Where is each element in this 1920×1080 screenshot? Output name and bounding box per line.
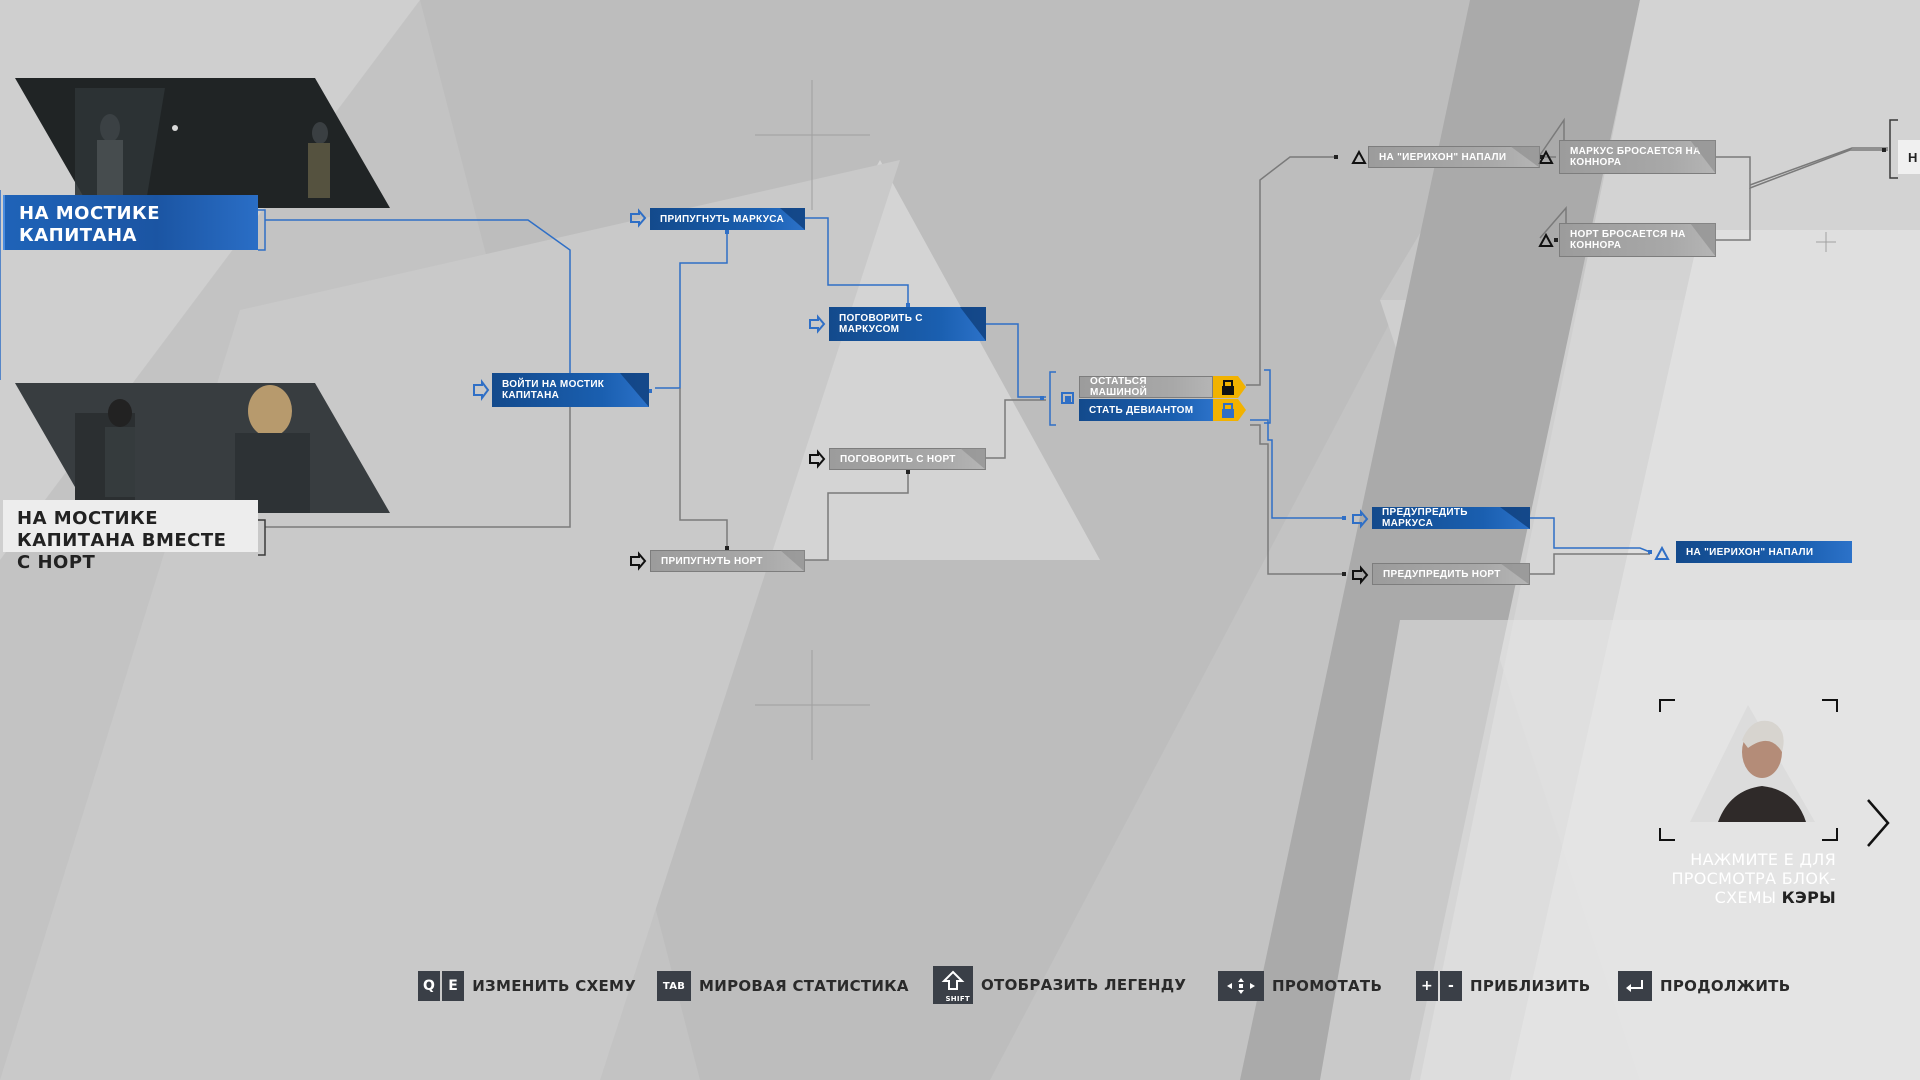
node-become-deviant[interactable]: СТАТЬ ДЕВИАНТОМ — [1079, 399, 1213, 421]
scene-card-bridge-north[interactable]: НА МОСТИКЕ КАПИТАНА ВМЕСТЕ С НОРТ — [3, 500, 258, 573]
hint-line-2: ПРОСМОТРА БЛОК- — [1671, 869, 1836, 888]
character-name: КЭРЫ — [1781, 888, 1836, 907]
move-keys-icon — [1218, 971, 1264, 1001]
hint-line-3: СХЕМЫ КЭРЫ — [1600, 888, 1836, 907]
node-north-attacks-connor[interactable]: НОРТ БРОСАЕТСЯ НА КОННОРА — [1559, 223, 1716, 257]
node-label: ПРИПУГНУТЬ НОРТ — [661, 555, 763, 567]
hint-line-1: НАЖМИТЕ E ДЛЯ — [1690, 850, 1836, 869]
control-continue[interactable]: ПРОДОЛЖИТЬ — [1618, 971, 1790, 1001]
node-jericho-attacked-right[interactable]: НА "ИЕРИХОН" НАПАЛИ — [1676, 541, 1852, 563]
scene-card-bridge[interactable]: НА МОСТИКЕ КАПИТАНА — [3, 195, 258, 250]
key-minus: - — [1440, 971, 1463, 1001]
shift-label: SHIFT — [945, 995, 970, 1003]
control-label: ИЗМЕНИТЬ СХЕМУ — [472, 977, 637, 995]
node-label: ВОЙТИ НА МОСТИК КАПИТАНА — [502, 379, 605, 401]
control-world-stats[interactable]: TAB МИРОВАЯ СТАТИСТИКА — [657, 971, 909, 1001]
scene-label-bridge: НА МОСТИКЕ КАПИТАНА — [19, 203, 161, 246]
scene-label-bridge-north: НА МОСТИКЕ КАПИТАНА ВМЕСТЕ С НОРТ — [17, 508, 227, 573]
node-markus-attacks-connor[interactable]: МАРКУС БРОСАЕТСЯ НА КОННОРА — [1559, 140, 1716, 174]
node-warn-markus[interactable]: ПРЕДУПРЕДИТЬ МАРКУСА — [1372, 507, 1530, 529]
node-label: ПРИПУГНУТЬ МАРКУСА — [660, 213, 785, 225]
node-jericho-attacked-top[interactable]: НА "ИЕРИХОН" НАПАЛИ — [1368, 146, 1540, 168]
node-talk-north[interactable]: ПОГОВОРИТЬ С НОРТ — [829, 448, 986, 470]
node-label: Н — [1908, 149, 1918, 165]
node-talk-markus[interactable]: ПОГОВОРИТЬ С МАРКУСОМ — [829, 307, 986, 341]
node-label: НА "ИЕРИХОН" НАПАЛИ — [1379, 151, 1507, 163]
node-label: ПОГОВОРИТЬ С МАРКУСОМ — [839, 313, 923, 335]
key-q: Q — [418, 971, 441, 1001]
control-zoom[interactable]: + - ПРИБЛИЗИТЬ — [1416, 971, 1590, 1001]
node-stay-machine[interactable]: ОСТАТЬСЯ МАШИНОЙ — [1079, 376, 1213, 398]
key-e: E — [442, 971, 465, 1001]
hint-line-3-text: СХЕМЫ — [1714, 888, 1777, 907]
zoom-keys: + - — [1416, 971, 1463, 1001]
node-label: ОСТАТЬСЯ МАШИНОЙ — [1090, 376, 1148, 398]
control-label: ПРИБЛИЗИТЬ — [1470, 977, 1591, 995]
node-enter-bridge[interactable]: ВОЙТИ НА МОСТИК КАПИТАНА — [492, 373, 649, 407]
node-label: ПРЕДУПРЕДИТЬ МАРКУСА — [1382, 507, 1468, 529]
node-label: НОРТ БРОСАЕТСЯ НА КОННОРА — [1570, 229, 1686, 251]
character-switch-hint: НАЖМИТЕ E ДЛЯ ПРОСМОТРА БЛОК- СХЕМЫ КЭРЫ — [1600, 850, 1836, 907]
control-scroll[interactable]: ПРОМОТАТЬ — [1218, 971, 1382, 1001]
key-tab: TAB — [657, 971, 691, 1001]
control-label: ОТОБРАЗИТЬ ЛЕГЕНДУ — [981, 976, 1187, 994]
key-plus: + — [1416, 971, 1439, 1001]
node-scare-markus[interactable]: ПРИПУГНУТЬ МАРКУСА — [650, 208, 805, 230]
node-label: МАРКУС БРОСАЕТСЯ НА КОННОРА — [1570, 146, 1701, 168]
arrow-up-icon — [941, 970, 965, 990]
node-label: ПРЕДУПРЕДИТЬ НОРТ — [1383, 568, 1501, 580]
node-offscreen-partial[interactable]: Н — [1898, 140, 1920, 174]
node-scare-north[interactable]: ПРИПУГНУТЬ НОРТ — [650, 550, 805, 572]
node-label: НА "ИЕРИХОН" НАПАЛИ — [1686, 546, 1814, 558]
shift-key-icon: SHIFT — [933, 966, 973, 1004]
control-label: МИРОВАЯ СТАТИСТИКА — [699, 977, 909, 995]
q-e-keys: Q E — [418, 971, 465, 1001]
return-arrow-icon — [1626, 980, 1643, 992]
scene-thumbnail-bridge-north[interactable] — [15, 383, 390, 513]
control-label: ПРОМОТАТЬ — [1272, 977, 1383, 995]
control-label: ПРОДОЛЖИТЬ — [1660, 977, 1791, 995]
move-arrows-icon — [1227, 978, 1255, 994]
control-change-chart[interactable]: Q E ИЗМЕНИТЬ СХЕМУ — [418, 971, 636, 1001]
node-label: СТАТЬ ДЕВИАНТОМ — [1089, 404, 1194, 416]
node-label: ПОГОВОРИТЬ С НОРТ — [840, 453, 956, 465]
enter-key-icon — [1618, 971, 1652, 1001]
control-show-legend[interactable]: SHIFT ОТОБРАЗИТЬ ЛЕГЕНДУ — [933, 966, 1186, 1004]
scene-thumbnail-bridge[interactable] — [15, 78, 390, 208]
node-warn-north[interactable]: ПРЕДУПРЕДИТЬ НОРТ — [1372, 563, 1530, 585]
